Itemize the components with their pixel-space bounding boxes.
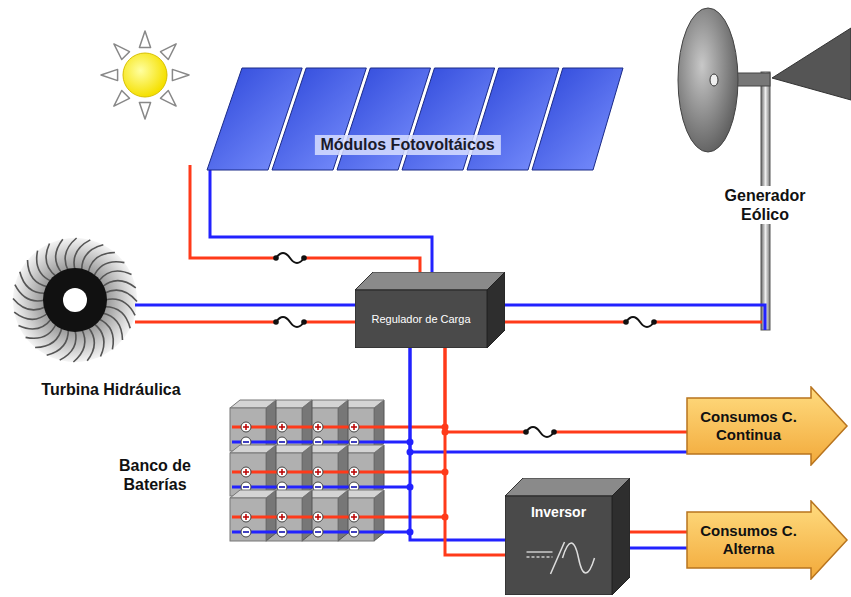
wire — [210, 168, 432, 278]
inverter-box: Inversor — [505, 478, 630, 595]
node-label: Módulos Fotovoltáicos — [314, 135, 500, 155]
load-arrow: Consumos C. Continua — [686, 386, 849, 466]
battery-bank — [230, 400, 449, 541]
wire — [445, 347, 505, 555]
battery-label: Banco de Baterías — [92, 456, 218, 494]
wind-generator-label: Generador Eólico — [705, 186, 825, 224]
fuse-symbol — [623, 316, 657, 328]
wire — [628, 547, 687, 550]
wire-pair — [628, 532, 687, 548]
wire — [445, 347, 687, 432]
wire — [628, 531, 687, 534]
fuse-symbol — [273, 316, 307, 328]
junction-dot — [407, 449, 414, 456]
fuse-symbol — [273, 252, 307, 264]
wire-pair — [410, 347, 505, 555]
box-3d-shape — [355, 272, 505, 348]
box-3d-shape — [505, 478, 630, 595]
solar-panel: Módulos Fotovoltáicos — [185, 65, 630, 173]
solar-panel-shape — [185, 65, 630, 173]
wire-pair — [190, 165, 432, 282]
wire — [190, 165, 420, 282]
wind-generator — [678, 8, 851, 330]
node-label: Consumos C. Alterna — [686, 512, 811, 568]
load-arrow: Consumos C. Alterna — [686, 500, 849, 580]
junction-dot — [442, 429, 449, 436]
node-label: Inversor — [505, 504, 612, 520]
charge-regulator: Regulador de Carga — [355, 272, 505, 348]
hydraulic-turbine — [13, 238, 137, 362]
wire — [410, 348, 505, 540]
turbine-label: Turbina Hidráulica — [0, 380, 222, 399]
node-label: Regulador de Carga — [355, 290, 487, 348]
wire — [410, 348, 687, 452]
fuse-symbol — [523, 426, 557, 438]
wire-pair — [410, 347, 687, 452]
node-label: Consumos C. Continua — [686, 398, 811, 454]
sun-icon — [101, 31, 189, 119]
